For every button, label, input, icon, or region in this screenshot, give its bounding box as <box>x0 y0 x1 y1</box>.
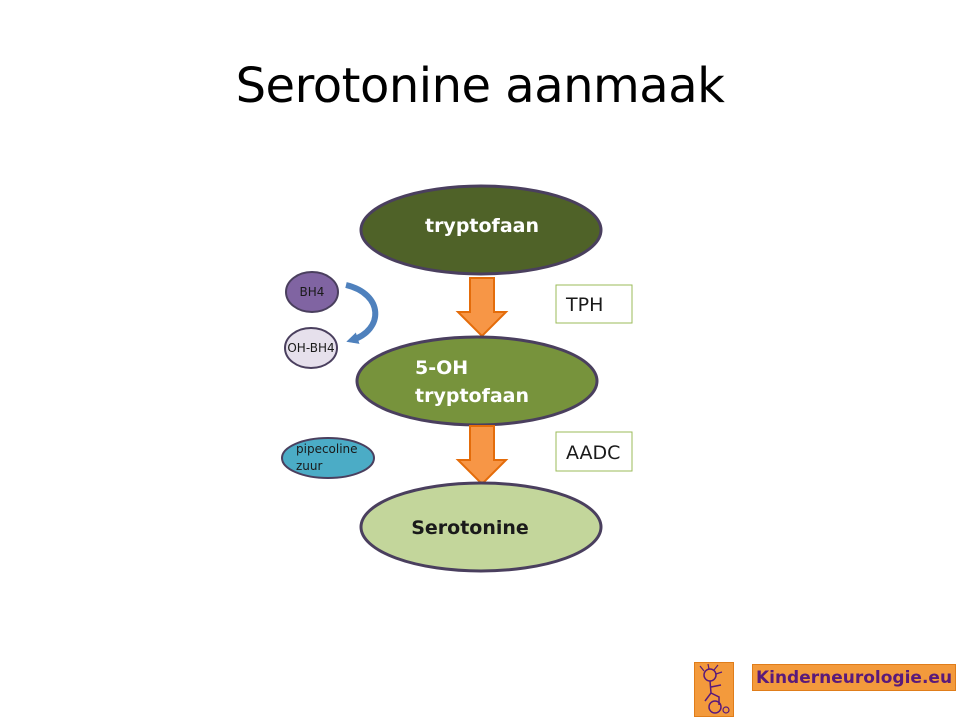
enzyme-box-tph: TPH <box>555 284 633 324</box>
page-title: Serotonine aanmaak <box>235 58 725 114</box>
curved-arrow-bh4-conversion <box>345 282 379 344</box>
cofactor-oh-bh4-label: OH-BH4 <box>287 341 334 355</box>
logo-figure-icon <box>694 662 734 717</box>
enzyme-box-aadc: AADC <box>555 431 633 472</box>
arrow-aadc <box>455 425 509 486</box>
node-serotonine-label: Serotonine <box>411 517 529 539</box>
enzyme-aadc-label: AADC <box>566 442 620 464</box>
cofactor-pipecoline-zuur: pipecoline zuur <box>281 437 375 479</box>
logo-text: Kinderneurologie.eu <box>752 664 956 691</box>
cofactor-pipecoline-label-line2: zuur <box>296 459 323 473</box>
cofactor-pipecoline-label-line1: pipecoline <box>296 442 358 456</box>
cofactor-bh4: BH4 <box>285 271 339 313</box>
node-5-oh-label-line1: 5-OH <box>415 357 468 379</box>
node-serotonine: Serotonine <box>359 481 603 573</box>
enzyme-tph-label: TPH <box>565 294 603 316</box>
node-5-oh-tryptofaan: 5-OH tryptofaan <box>355 335 599 427</box>
cofactor-bh4-label: BH4 <box>300 285 325 299</box>
node-tryptofaan: tryptofaan <box>359 184 603 276</box>
node-5-oh-label-line2: tryptofaan <box>415 385 529 407</box>
node-tryptofaan-label: tryptofaan <box>425 215 539 237</box>
arrow-tph <box>455 277 509 338</box>
cofactor-oh-bh4: OH-BH4 <box>284 327 338 369</box>
